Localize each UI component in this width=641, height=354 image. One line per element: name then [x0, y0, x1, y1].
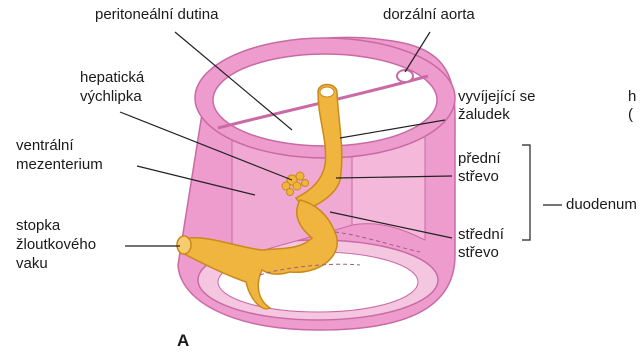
- label-cut-right-2: (: [628, 106, 633, 124]
- label-dorsal-aorta: dorzální aorta: [383, 6, 475, 24]
- label-ventral-mesentery-2: mezenterium: [16, 156, 103, 174]
- label-developing-stomach-1: vyvíjející se: [458, 88, 536, 106]
- label-duodenum: duodenum: [566, 196, 637, 214]
- panel-label: A: [177, 332, 189, 350]
- label-yolk-stalk-3: vaku: [16, 255, 48, 273]
- label-developing-stomach-2: žaludek: [458, 106, 510, 124]
- yolk-stalk-opening: [177, 236, 191, 254]
- label-foregut-1: přední: [458, 150, 501, 168]
- label-midgut-1: střední: [458, 226, 504, 244]
- label-yolk-stalk-1: stopka: [16, 217, 60, 235]
- label-yolk-stalk-2: žloutkového: [16, 236, 96, 254]
- label-hepatic-outgrowth-2: výchlipka: [80, 88, 142, 106]
- label-cut-right-1: h: [628, 88, 636, 106]
- label-midgut-2: střevo: [458, 244, 499, 262]
- label-hepatic-outgrowth-1: hepatická: [80, 69, 144, 87]
- label-ventral-mesentery-1: ventrální: [16, 137, 74, 155]
- label-peritoneal-cavity: peritoneální dutina: [95, 6, 218, 24]
- stomach-lumen: [320, 87, 334, 97]
- label-foregut-2: střevo: [458, 168, 499, 186]
